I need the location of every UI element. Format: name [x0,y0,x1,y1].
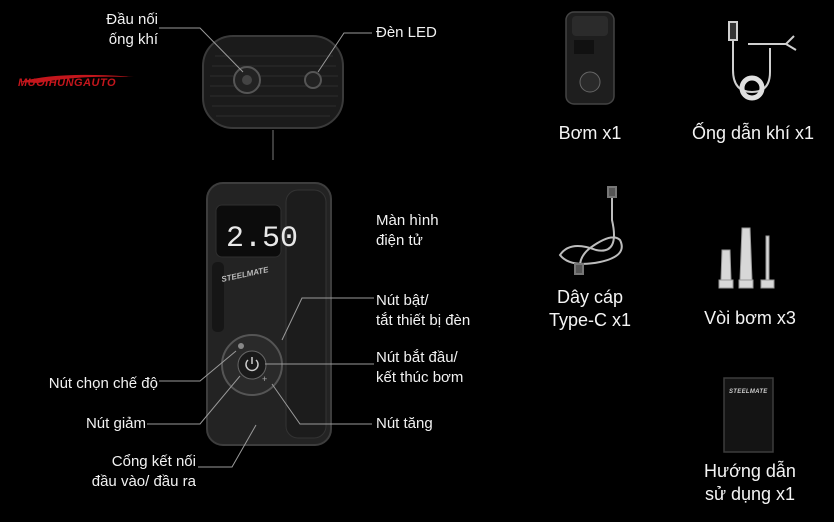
manual-brand: STEELMATE [729,389,768,395]
brand-logo: MUOIHUNGAUTO [18,73,136,95]
label-package-hose: Ống dẫn khí x1 [691,123,815,143]
package-hose-image [728,21,797,101]
label-air-connector: Đầu nối ống khí [106,11,158,48]
label-power-button: Nút bật/ tắt thiết bị đèn [376,292,471,329]
label-port: Cổng kết nối đầu vào/ đầu ra [91,453,196,490]
label-plus-button: Nút tăng [376,415,433,432]
label-mode-button: Nút chọn chế độ [48,375,158,392]
package-cable-image [558,186,623,275]
device-display: 2.50 [226,222,298,256]
label-package-pump: Bơm x1 [558,123,622,143]
label-start-button: Nút bắt đầu/ kết thúc bơm [376,349,464,386]
package-nozzles-image [718,227,775,289]
label-screen: Màn hình điện tử [376,212,439,249]
pump-top-view [202,35,344,129]
svg-text:+: + [262,374,267,384]
pump-front-view: 2.50 STEELMATE + [206,182,332,446]
logo-text: MUOIHUNGAUTO [18,77,117,89]
package-pump-image [565,11,615,105]
label-minus-button: Nút giảm [85,415,146,432]
package-manual-image [723,377,774,453]
label-package-nozzles: Vòi bơm x3 [704,308,796,328]
label-led-light: Đèn LED [376,24,437,41]
label-package-manual: Hướng dẫn sử dụng x1 [704,461,796,504]
label-package-cable: Dây cáp Type-C x1 [548,287,632,330]
